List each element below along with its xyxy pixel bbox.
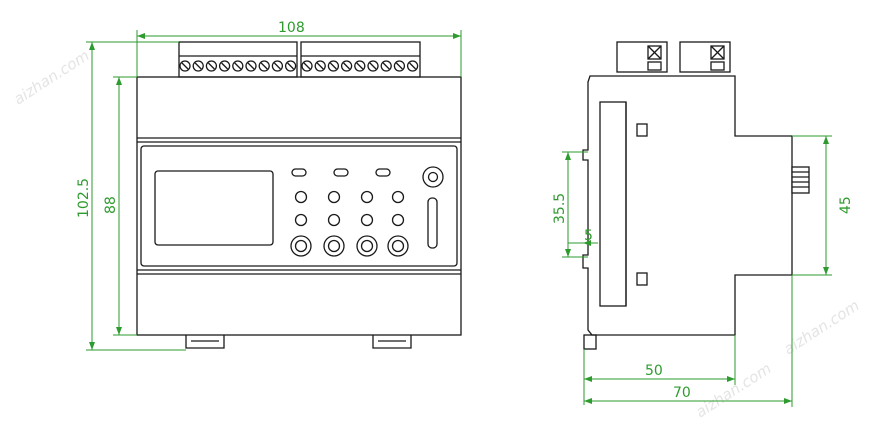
- watermark-2: aizhan.com: [780, 296, 862, 358]
- din-clip-right: [372, 335, 412, 349]
- terminal-screw: [354, 60, 366, 72]
- terminal-screw: [205, 60, 218, 72]
- side-rear-connector: [791, 166, 810, 194]
- terminal-screw: [284, 60, 297, 72]
- side-latch-top: [636, 123, 648, 137]
- card-slot: [427, 197, 438, 249]
- round-button[interactable]: [391, 213, 405, 227]
- terminal-screw: [314, 60, 326, 72]
- side-latch-bottom: [636, 272, 648, 286]
- terminal-screw: [258, 60, 270, 72]
- dim-side-rail-gap: 5: [584, 228, 593, 244]
- dim-side-total-depth: 70: [673, 385, 691, 401]
- side-housing: [582, 75, 793, 336]
- terminal-screw: [380, 60, 392, 72]
- side-bottom-clip: [583, 334, 597, 350]
- terminal-screw: [179, 60, 191, 72]
- terminal-screw: [192, 60, 204, 72]
- round-button[interactable]: [327, 190, 341, 204]
- indicator-lamp: [422, 166, 444, 188]
- terminal-screw: [245, 60, 257, 72]
- round-button[interactable]: [360, 190, 374, 204]
- side-dimensions: 35.5 5 45 50 70: [552, 135, 854, 407]
- dim-front-total-height: 102.5: [76, 178, 92, 218]
- lcd-screen: [154, 170, 274, 246]
- terminal-screw: [393, 60, 406, 72]
- oval-button[interactable]: [291, 168, 307, 177]
- dim-front-width: 108: [278, 20, 305, 36]
- oval-button[interactable]: [375, 168, 391, 177]
- jack-socket: [323, 235, 345, 257]
- terminal-screw: [327, 60, 340, 72]
- watermark-3: aizhan.com: [692, 359, 774, 421]
- jack-socket: [290, 235, 312, 257]
- side-recess: [599, 101, 627, 307]
- front-terminal-screws: [179, 60, 419, 72]
- terminal-screw: [340, 60, 353, 72]
- round-button[interactable]: [327, 213, 341, 227]
- watermark-1: aizhan.com: [10, 46, 92, 108]
- terminal-screw: [367, 60, 379, 72]
- front-terminal-block-left: [178, 41, 298, 78]
- terminal-screw: [406, 60, 419, 72]
- jack-socket: [356, 235, 378, 257]
- jack-socket: [387, 235, 409, 257]
- terminal-screw: [271, 60, 284, 72]
- front-housing: [136, 76, 462, 336]
- dim-front-body-height: 88: [103, 196, 119, 214]
- dim-side-step-height: 45: [838, 196, 854, 214]
- terminal-screw: [218, 60, 231, 72]
- front-terminal-block-right: [300, 41, 421, 78]
- dim-side-body-depth: 50: [645, 363, 663, 379]
- round-button[interactable]: [294, 190, 308, 204]
- terminal-screw: [301, 60, 313, 72]
- din-clip-left: [185, 335, 225, 349]
- side-terminal-right: [679, 41, 731, 73]
- round-button[interactable]: [360, 213, 374, 227]
- front-buttons: [290, 168, 409, 257]
- front-view: [136, 41, 462, 349]
- side-terminal-left: [616, 41, 668, 73]
- side-view: [582, 41, 810, 350]
- front-dimensions: 108 102.5 88: [76, 20, 462, 351]
- round-button[interactable]: [294, 213, 308, 227]
- dim-side-rail-height: 35.5: [552, 193, 568, 224]
- front-panel: [140, 145, 458, 267]
- round-button[interactable]: [391, 190, 405, 204]
- oval-button[interactable]: [333, 168, 349, 177]
- terminal-screw: [232, 60, 244, 72]
